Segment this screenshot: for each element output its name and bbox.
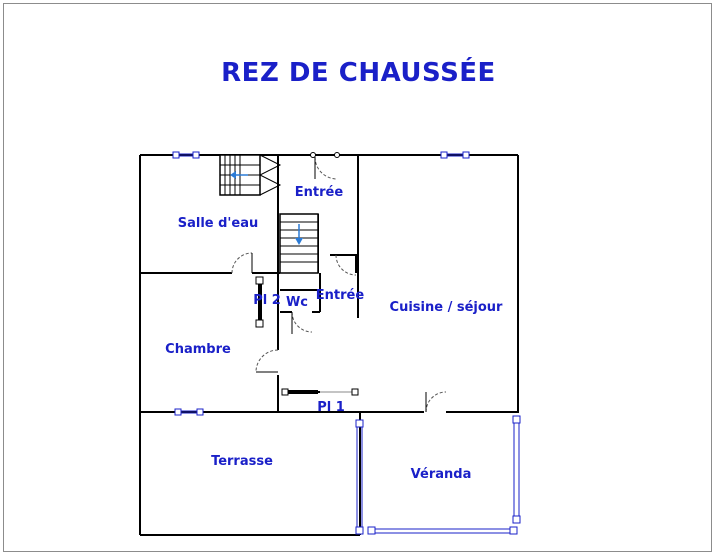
exterior-walls xyxy=(139,154,519,536)
label-entree-top: Entrée xyxy=(295,185,344,200)
label-entree-mid: Entrée xyxy=(316,288,365,303)
label-terrasse: Terrasse xyxy=(211,454,273,469)
door-swings xyxy=(231,156,447,413)
label-veranda: Véranda xyxy=(411,467,472,482)
label-chambre: Chambre xyxy=(165,342,231,357)
label-cuisine-sejour: Cuisine / séjour xyxy=(390,300,504,315)
label-pl2: Pl 2 xyxy=(253,293,281,308)
windows xyxy=(172,151,470,416)
stairs-lower xyxy=(279,213,319,274)
door-hinges xyxy=(310,152,340,158)
veranda-glazing xyxy=(356,422,520,534)
label-pl1: Pl 1 xyxy=(317,400,345,415)
pl2-cupboard xyxy=(255,276,264,328)
veranda-posts xyxy=(355,415,521,535)
label-salle-eau: Salle d'eau xyxy=(178,216,259,231)
plan-title: REZ DE CHAUSSÉE xyxy=(221,58,496,88)
stairs-upper xyxy=(219,154,282,196)
label-wc: Wc xyxy=(286,295,308,310)
pl1-cupboard xyxy=(281,388,359,396)
